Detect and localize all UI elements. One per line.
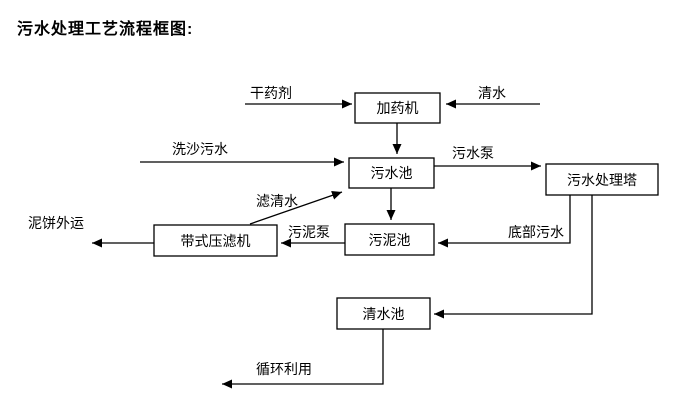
node-sludge-pool-box [344, 223, 435, 256]
node-dosing-machine: 加药机 [354, 92, 441, 124]
node-belt-filter-press-box [153, 224, 278, 257]
label-sewage-pump: 污水泵 [452, 145, 494, 161]
label-sludge-pump: 污泥泵 [288, 224, 330, 240]
node-sewage-pool-box [348, 157, 435, 189]
node-dosing-machine-box [354, 92, 441, 124]
label-dry-agent: 干药剂 [250, 85, 292, 101]
label-bottom-sewage: 底部污水 [508, 224, 564, 240]
edge-press-to-sewage-pool-filtered-water [249, 191, 343, 225]
page-title: 污水处理工艺流程框图: [17, 19, 193, 38]
edge-tower-to-sludge-pool-bottom-sewage [438, 195, 571, 248]
label-clear-water-in: 清水 [478, 85, 506, 101]
node-sludge-pool-label: 污泥池 [369, 232, 411, 248]
label-recycle-use: 循环利用 [256, 361, 312, 377]
edge-clear-water-pool-to-recycle [222, 329, 384, 389]
node-belt-filter-press-label: 带式压滤机 [181, 233, 251, 249]
node-sludge-pool: 污泥池 [344, 223, 435, 256]
label-filtered-water: 滤清水 [256, 193, 298, 209]
node-clear-water-pool: 清水池 [336, 297, 431, 330]
node-treatment-tower-label: 污水处理塔 [567, 172, 637, 188]
label-sand-washing-sewage: 洗沙污水 [172, 141, 228, 157]
node-belt-filter-press: 带式压滤机 [153, 224, 278, 257]
node-clear-water-pool-label: 清水池 [363, 306, 405, 322]
node-treatment-tower: 污水处理塔 [545, 163, 659, 196]
node-dosing-machine-label: 加药机 [377, 100, 419, 116]
node-sewage-pool: 污水池 [348, 157, 435, 189]
label-mud-cake-out: 泥饼外运 [28, 215, 84, 231]
node-clear-water-pool-box [336, 297, 431, 330]
node-treatment-tower-box [545, 163, 659, 196]
node-sewage-pool-label: 污水池 [371, 165, 413, 181]
edge-tower-to-clear-water-pool [434, 195, 593, 319]
